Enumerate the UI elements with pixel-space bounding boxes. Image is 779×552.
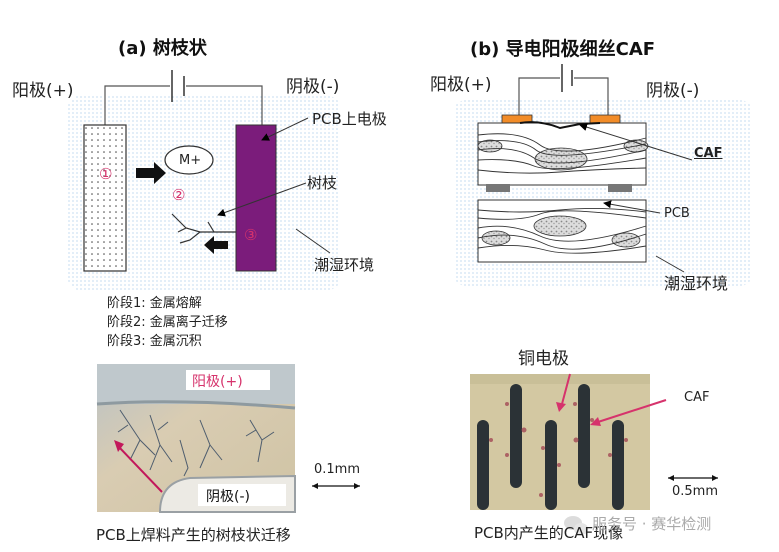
right-title: (b) 导电阳极细丝CAF — [470, 34, 655, 61]
circuit-wire-left — [104, 85, 170, 125]
deposition-arrow — [204, 236, 228, 254]
left-cathode-label: 阴极(-) — [286, 77, 340, 97]
dendrite-label: 树枝 — [307, 174, 338, 192]
left-anode-label: 阳极(+) — [12, 81, 74, 101]
left-scale-label: 0.1mm — [314, 462, 361, 477]
right-caption: PCB内产生的CAF现像 — [474, 524, 624, 542]
caf-label: CAF — [694, 146, 723, 161]
circuit-wire-right — [518, 77, 560, 115]
metal-ion-label: M+ — [179, 153, 202, 168]
left-title: (a) 树枝状 — [118, 38, 207, 59]
photo-cathode-label: 阴极(-) — [206, 489, 250, 505]
right-scale-label: 0.5mm — [672, 484, 719, 499]
stage-marker-2: ② — [172, 186, 186, 204]
photo-caf-label: CAF — [684, 390, 710, 405]
cathode-electrode — [235, 124, 277, 272]
right-title-bold: 阳极 — [541, 38, 580, 60]
pcb-label: PCB — [664, 206, 690, 221]
migration-arrow — [136, 162, 166, 184]
photo-anode-label: 阳极(+) — [192, 374, 243, 390]
watermark: 服务号 · 赛华检测 — [592, 515, 712, 533]
dendrite-branch — [171, 213, 236, 244]
pcb-laminate-lower — [477, 199, 647, 263]
stage-1-text: 阶段1: 金属熔解 — [107, 296, 202, 311]
stage-marker-1: ① — [99, 165, 113, 183]
cathode-pad — [589, 114, 621, 124]
right-title-part1: (b) 导电 — [470, 39, 542, 60]
dendrite-photo — [96, 364, 296, 513]
right-anode-label: 阳极(+) — [430, 75, 492, 95]
metal-ion-bubble — [164, 145, 214, 175]
pcb-laminate-upper — [477, 121, 649, 186]
right-title-part2: 细丝CAF — [579, 39, 656, 60]
right-cathode-label: 阴极(-) — [646, 81, 700, 101]
stage-marker-3: ③ — [244, 226, 258, 244]
stage-3-text: 阶段3: 金属沉积 — [107, 334, 202, 349]
left-humid-label: 潮湿环境 — [314, 256, 375, 274]
pcb-electrode-label: PCB上电极 — [312, 110, 387, 128]
caf-filament — [519, 121, 601, 130]
copper-electrode-label: 铜电极 — [518, 349, 569, 369]
stage-2-text: 阶段2: 金属离子迁移 — [107, 315, 228, 330]
right-humid-label: 潮湿环境 — [664, 274, 729, 293]
caf-photo — [470, 373, 667, 510]
wechat-icon — [564, 516, 588, 535]
left-caption: PCB上焊料产生的树枝状迁移 — [96, 526, 291, 544]
